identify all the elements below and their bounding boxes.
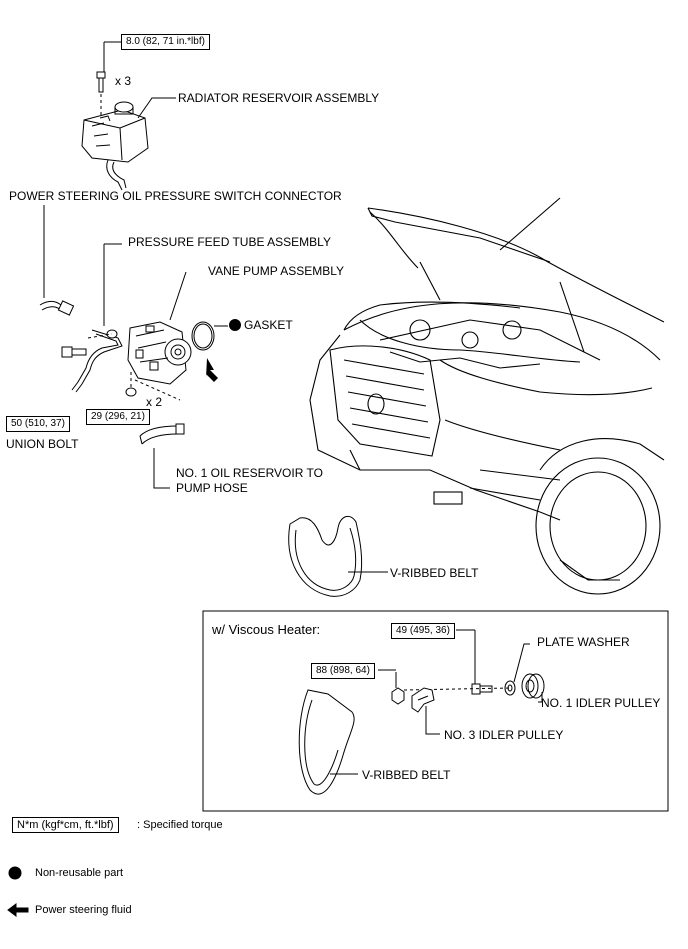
pump-nut-qty: x 2 xyxy=(146,395,163,409)
v-ribbed-belt-2-icon xyxy=(298,689,355,795)
torque-heater-bolt: 49 (495, 36) xyxy=(391,623,455,639)
label-ps-switch-connector: POWER STEERING OIL PRESSURE SWITCH CONNE… xyxy=(9,189,342,203)
label-plate-washer: PLATE WASHER xyxy=(537,635,630,649)
legend-torque-desc: : Specified torque xyxy=(137,819,223,831)
legend-fluid: Power steering fluid xyxy=(35,904,132,916)
torque-union-bolt: 50 (510, 37) xyxy=(6,416,70,432)
label-gasket: GASKET xyxy=(244,318,293,332)
radiator-reservoir-icon xyxy=(81,101,149,191)
label-oil-reservoir-hose-1: NO. 1 OIL RESERVOIR TO xyxy=(176,466,323,480)
label-pressure-feed-tube: PRESSURE FEED TUBE ASSEMBLY xyxy=(128,235,331,249)
label-v-ribbed-belt: V-RIBBED BELT xyxy=(390,566,479,580)
label-no1-idler-pulley: NO. 1 IDLER PULLEY xyxy=(541,696,661,710)
label-v-ribbed-belt-2: V-RIBBED BELT xyxy=(362,768,451,782)
heater-nut-icon xyxy=(391,687,405,705)
vane-pump-icon xyxy=(127,321,192,385)
v-ribbed-belt-icon xyxy=(288,515,363,597)
union-bolt-icon xyxy=(61,346,87,358)
no3-idler-pulley-icon xyxy=(411,687,435,713)
fluid-arrow-icon xyxy=(7,903,29,917)
torque-pump: 29 (296, 21) xyxy=(86,409,150,425)
gasket-nonreusable-dot xyxy=(229,319,241,331)
nonreusable-dot-icon xyxy=(8,866,22,880)
label-radiator-reservoir: RADIATOR RESERVOIR ASSEMBLY xyxy=(178,91,380,105)
label-viscous-heater-title: w/ Viscous Heater: xyxy=(212,622,321,637)
pressure-feed-tube-icon xyxy=(71,329,123,393)
reservoir-bolt-qty: x 3 xyxy=(115,74,132,88)
pump-nut-icon xyxy=(125,387,137,397)
legend-torque-unit: N*m (kgf*cm, ft.*lbf) xyxy=(12,817,119,833)
ps-switch-connector-icon xyxy=(39,300,75,316)
gasket-icon xyxy=(191,321,215,351)
vehicle-front-icon xyxy=(309,197,665,595)
label-oil-reservoir-hose-2: PUMP HOSE xyxy=(176,481,248,495)
oil-reservoir-hose-icon xyxy=(139,423,185,445)
label-no3-idler-pulley: NO. 3 IDLER PULLEY xyxy=(444,728,564,742)
torque-heater-nut: 88 (898, 64) xyxy=(311,663,375,679)
viscous-heater-box xyxy=(202,610,669,812)
reservoir-bolt-icon xyxy=(96,71,106,93)
fluid-direction-arrow-icon xyxy=(206,358,218,382)
label-union-bolt: UNION BOLT xyxy=(6,437,79,451)
legend-nonreusable: Non-reusable part xyxy=(35,867,124,879)
torque-reservoir: 8.0 (82, 71 in.*lbf) xyxy=(121,34,210,50)
label-vane-pump: VANE PUMP ASSEMBLY xyxy=(208,264,345,278)
no1-idler-pulley-icon xyxy=(521,673,545,699)
